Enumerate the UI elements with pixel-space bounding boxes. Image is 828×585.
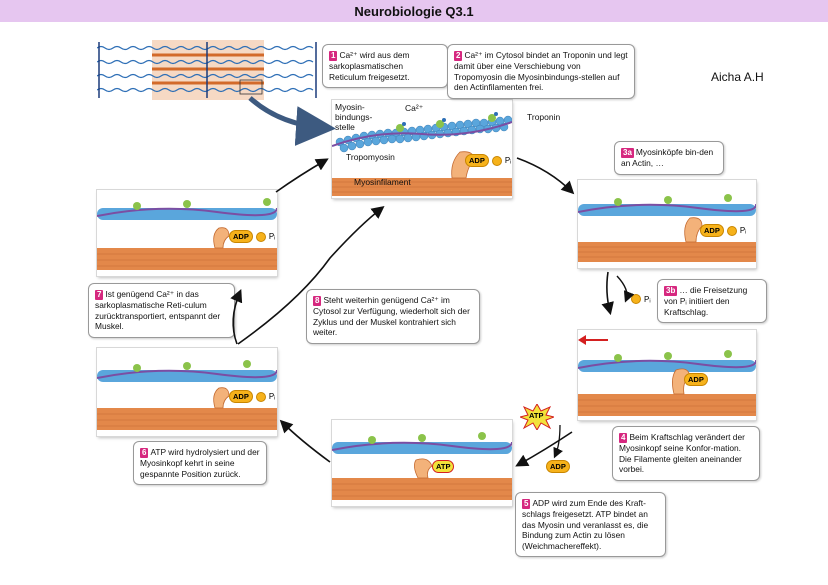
step-text: ATP wird hydrolysiert und der Myosinkopf… bbox=[140, 447, 260, 479]
phosphate-icon bbox=[631, 294, 641, 304]
pi-label: Pᵢ bbox=[268, 232, 276, 241]
step-text: Beim Kraftschlag verändert der Myosinkop… bbox=[619, 432, 745, 475]
step-number: 6 bbox=[140, 448, 149, 458]
panel-atp-binds: ATP bbox=[332, 420, 512, 506]
panel-myosin-binds: ADP Pᵢ bbox=[578, 180, 756, 268]
step-text: ADP wird zum Ende des Kraft-schlags frei… bbox=[522, 498, 649, 551]
label-troponin: Troponin bbox=[527, 112, 561, 122]
atp-chip: ATP bbox=[432, 460, 455, 473]
free-pi-group: Pᵢ bbox=[628, 294, 651, 304]
step-text: Myosinköpfe bin-den an Actin, … bbox=[621, 147, 714, 168]
step-3b-callout: 3b… die Freisetzung von Pᵢ initiiert den… bbox=[657, 279, 767, 324]
phosphate-icon bbox=[255, 391, 266, 402]
step-text: Ist genügend Ca²⁺ in das sarkoplasmatisc… bbox=[95, 289, 221, 332]
free-adp-group: ADP bbox=[546, 460, 570, 473]
adp-chip: ADP bbox=[546, 460, 570, 473]
atp-group: ATP bbox=[432, 460, 455, 473]
pi-label: Pᵢ bbox=[644, 294, 651, 304]
step-number: 1 bbox=[329, 51, 338, 61]
step-number: 3a bbox=[621, 148, 634, 158]
author-name: Aicha A.H bbox=[711, 70, 764, 84]
step-text: Ca²⁺ im Cytosol bindet an Troponin und l… bbox=[454, 50, 628, 93]
filament-illustration bbox=[578, 194, 756, 262]
phosphate-icon bbox=[491, 155, 502, 166]
filament-illustration bbox=[578, 335, 756, 416]
page-header: Neurobiologie Q3.1 bbox=[0, 0, 828, 22]
atp-burst-icon: ATP bbox=[518, 402, 556, 432]
phosphate-icon bbox=[726, 225, 737, 236]
adp-pi-group: ADP Pᵢ bbox=[229, 390, 275, 403]
step-number: 5 bbox=[522, 499, 531, 509]
step-number: 2 bbox=[454, 51, 463, 61]
step-number: 8 bbox=[313, 296, 322, 306]
step-text: Ca²⁺ wird aus dem sarkoplasmatischen Ret… bbox=[329, 50, 410, 82]
panel-atp-hydrolysis: ADP Pᵢ bbox=[97, 348, 277, 436]
label-tropomyosin: Tropomyosin bbox=[346, 152, 395, 162]
adp-pi-group: ADP Pᵢ bbox=[700, 224, 746, 237]
adp-pi-group: ADP Pᵢ bbox=[229, 230, 275, 243]
adp-chip: ADP bbox=[465, 154, 489, 167]
atp-label: ATP bbox=[529, 411, 544, 420]
adp-group: ADP bbox=[684, 373, 708, 386]
adp-chip: ADP bbox=[700, 224, 724, 237]
pi-label: Pᵢ bbox=[268, 392, 276, 401]
step-text: Steht weiterhin genügend Ca²⁺ im Cytosol… bbox=[313, 295, 470, 338]
label-myosinfilament: Myosinfilament bbox=[354, 177, 411, 187]
adp-chip: ADP bbox=[229, 390, 253, 403]
step-number: 3b bbox=[664, 286, 678, 296]
label-myosin-binding: Myosin- bindungs- stelle bbox=[335, 102, 373, 132]
label-ca: Ca²⁺ bbox=[405, 103, 424, 113]
filament-illustration bbox=[97, 198, 277, 270]
step-number: 7 bbox=[95, 290, 104, 300]
panel-ca-binding: Myosin- bindungs- stelle Ca²⁺ Tropomyosi… bbox=[332, 100, 512, 198]
phosphate-icon bbox=[255, 231, 266, 242]
adp-chip: ADP bbox=[229, 230, 253, 243]
filament-illustration bbox=[332, 432, 512, 500]
page-title: Neurobiologie Q3.1 bbox=[354, 3, 474, 19]
sarcomere-overview bbox=[97, 40, 317, 100]
filament-illustration bbox=[97, 360, 277, 430]
panel-power-stroke: ADP bbox=[578, 330, 756, 420]
adp-chip: ADP bbox=[684, 373, 708, 386]
adp-pi-group: ADP Pᵢ bbox=[465, 154, 511, 167]
pi-label: Pᵢ bbox=[504, 156, 512, 165]
step-number: 4 bbox=[619, 433, 628, 443]
step-text: … die Freisetzung von Pᵢ initiiert den K… bbox=[664, 285, 748, 317]
filament-illustration bbox=[332, 112, 512, 196]
panel-relaxed: ADP Pᵢ bbox=[97, 190, 277, 276]
pi-label: Pᵢ bbox=[739, 226, 747, 235]
